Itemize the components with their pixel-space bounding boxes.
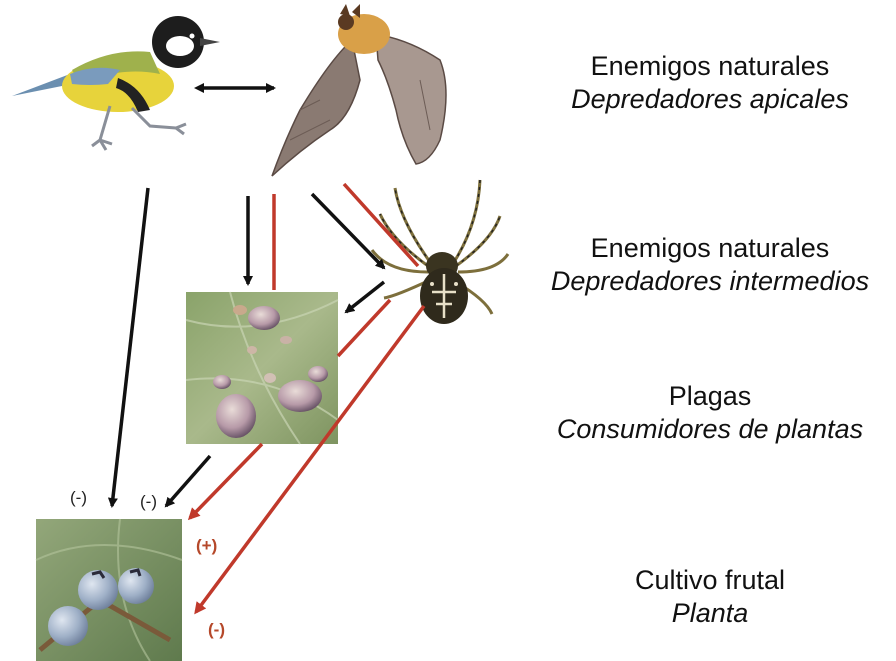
level-pests: Plagas Consumidores de plantas (530, 380, 890, 446)
level-role: Depredadores apicales (530, 83, 890, 116)
level-role: Planta (530, 597, 890, 630)
bat-to-spider-arrow (312, 194, 384, 268)
level-name: Plagas (530, 380, 890, 413)
blueberries-photo (36, 519, 182, 661)
bird-illustration (12, 16, 220, 150)
bat-effect-label: (+) (196, 536, 217, 556)
spider-to-aphids-arrow (346, 282, 384, 312)
spider-illustration (372, 180, 508, 324)
spider-aphids-link-line (338, 300, 390, 356)
level-fruit-crop: Cultivo frutal Planta (530, 564, 890, 630)
bat-illustration (272, 4, 446, 176)
aphids-photo (186, 292, 338, 444)
level-name: Enemigos naturales (526, 232, 894, 265)
aphids-to-crop-arrow (166, 456, 210, 506)
level-name: Cultivo frutal (530, 564, 890, 597)
level-intermediate-predators: Enemigos naturales Depredadores intermed… (526, 232, 894, 298)
level-name: Enemigos naturales (530, 50, 890, 83)
bird-to-crop-arrow (112, 188, 148, 506)
level-apex-predators: Enemigos naturales Depredadores apicales (530, 50, 890, 116)
level-role: Consumidores de plantas (530, 413, 890, 446)
bird-effect-label: (-) (70, 488, 87, 508)
level-role: Depredadores intermedios (526, 265, 894, 298)
spider-effect-label: (-) (208, 620, 225, 640)
bat-to-crop-positive-arrow (190, 444, 262, 518)
pest-effect-label: (-) (140, 492, 157, 512)
